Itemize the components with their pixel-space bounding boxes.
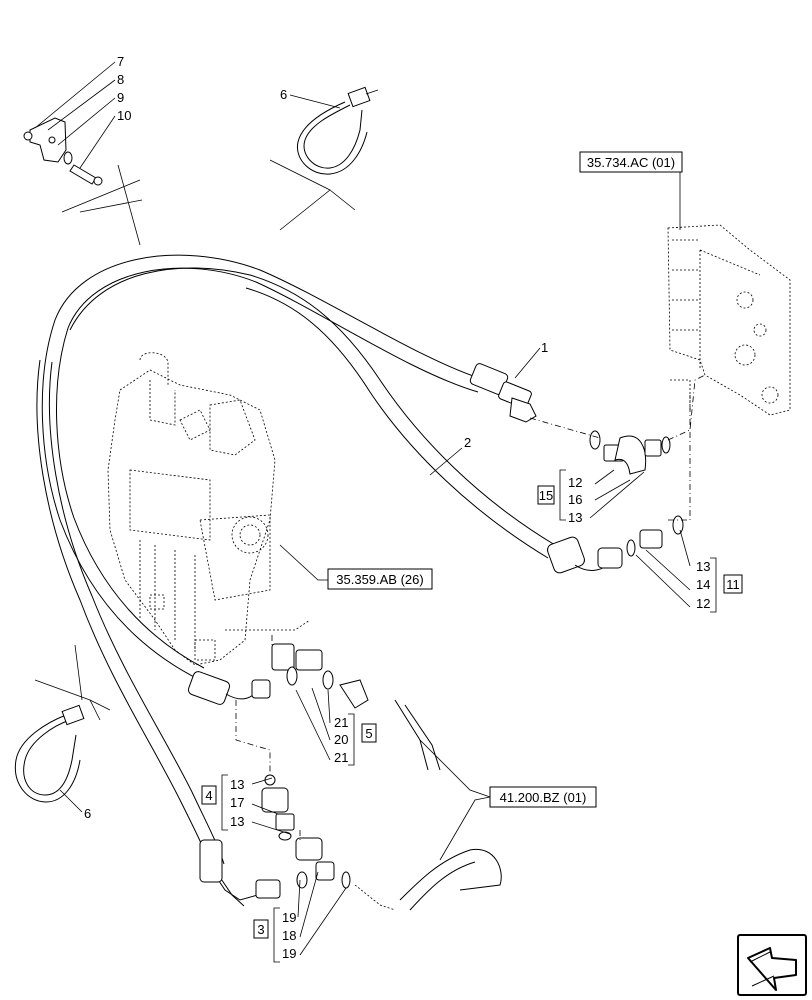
ref-41-200-bz-label: 41.200.BZ (01)	[500, 790, 587, 805]
group-11: 11 13 14 12	[696, 557, 743, 613]
callout-8: 8	[117, 72, 124, 87]
ref-41-200-bz[interactable]: 41.200.BZ (01)	[489, 786, 597, 808]
group-5-item-3: 21	[334, 750, 348, 765]
group-11-box: 11	[726, 577, 740, 592]
ref-35-359-ab[interactable]: 35.359.AB (26)	[327, 568, 433, 590]
group-4-item-1: 13	[230, 777, 244, 792]
group-11-item-3: 12	[696, 596, 710, 611]
cable-tie-top	[289, 86, 379, 175]
hose-fitting-lower	[199, 839, 281, 899]
callout-10: 10	[117, 108, 131, 123]
group-15: 15 12 16 13	[537, 469, 582, 525]
group-4-box: 4	[205, 788, 212, 803]
cable-tie-bottom	[14, 704, 85, 813]
group-11-item-1: 13	[696, 559, 710, 574]
group-5: 5 21 20 21	[334, 713, 377, 766]
next-page-arrow-icon[interactable]	[737, 934, 807, 996]
group-4: 4 13 17 13	[201, 774, 244, 831]
adapter-fitting-14	[626, 515, 684, 557]
elbow-fitting-16	[589, 430, 671, 475]
group-5-box: 5	[365, 726, 372, 741]
connection-lines	[235, 374, 706, 840]
tee-fitting-20	[271, 643, 441, 771]
group-11-item-2: 14	[696, 577, 710, 592]
group-3: 3 19 18 19	[253, 907, 296, 963]
group-3-item-2: 18	[282, 928, 296, 943]
auxiliary-valve-block	[667, 224, 791, 416]
ref-35-734-ac-label: 35.734.AC (01)	[587, 155, 675, 170]
group-3-item-3: 19	[282, 946, 296, 961]
callout-2: 2	[464, 435, 471, 450]
clamp-clip-assembly	[23, 61, 116, 186]
hose-fitting-2	[547, 536, 623, 574]
tee-fitting-17	[261, 774, 295, 841]
hose-fitting-lower-left	[187, 671, 271, 705]
group-5-item-1: 21	[334, 715, 348, 730]
group-4-item-2: 17	[230, 795, 244, 810]
group-15-item-2: 16	[568, 492, 582, 507]
callout-6-top: 6	[280, 87, 287, 102]
ref-35-359-ab-label: 35.359.AB (26)	[336, 572, 423, 587]
tee-fitting-18	[295, 837, 502, 911]
callout-6-bottom: 6	[84, 806, 91, 821]
group-5-item-2: 20	[334, 732, 348, 747]
callout-1: 1	[541, 340, 548, 355]
callout-7: 7	[117, 54, 124, 69]
group-15-box: 15	[539, 488, 553, 503]
group-3-box: 3	[257, 922, 264, 937]
hose-fitting-1	[469, 363, 537, 423]
callout-9: 9	[117, 90, 124, 105]
leader-lines	[251, 170, 691, 956]
ref-35-734-ac[interactable]: 35.734.AC (01)	[579, 151, 683, 173]
single-callouts: 7 8 9 10 6 6 1 2	[84, 54, 548, 821]
group-15-item-3: 13	[568, 510, 582, 525]
group-4-item-3: 13	[230, 814, 244, 829]
group-3-item-1: 19	[282, 910, 296, 925]
view-marks	[34, 159, 356, 721]
hose-assembly	[36, 254, 556, 907]
group-15-item-1: 12	[568, 475, 582, 490]
main-control-valve	[107, 352, 311, 666]
